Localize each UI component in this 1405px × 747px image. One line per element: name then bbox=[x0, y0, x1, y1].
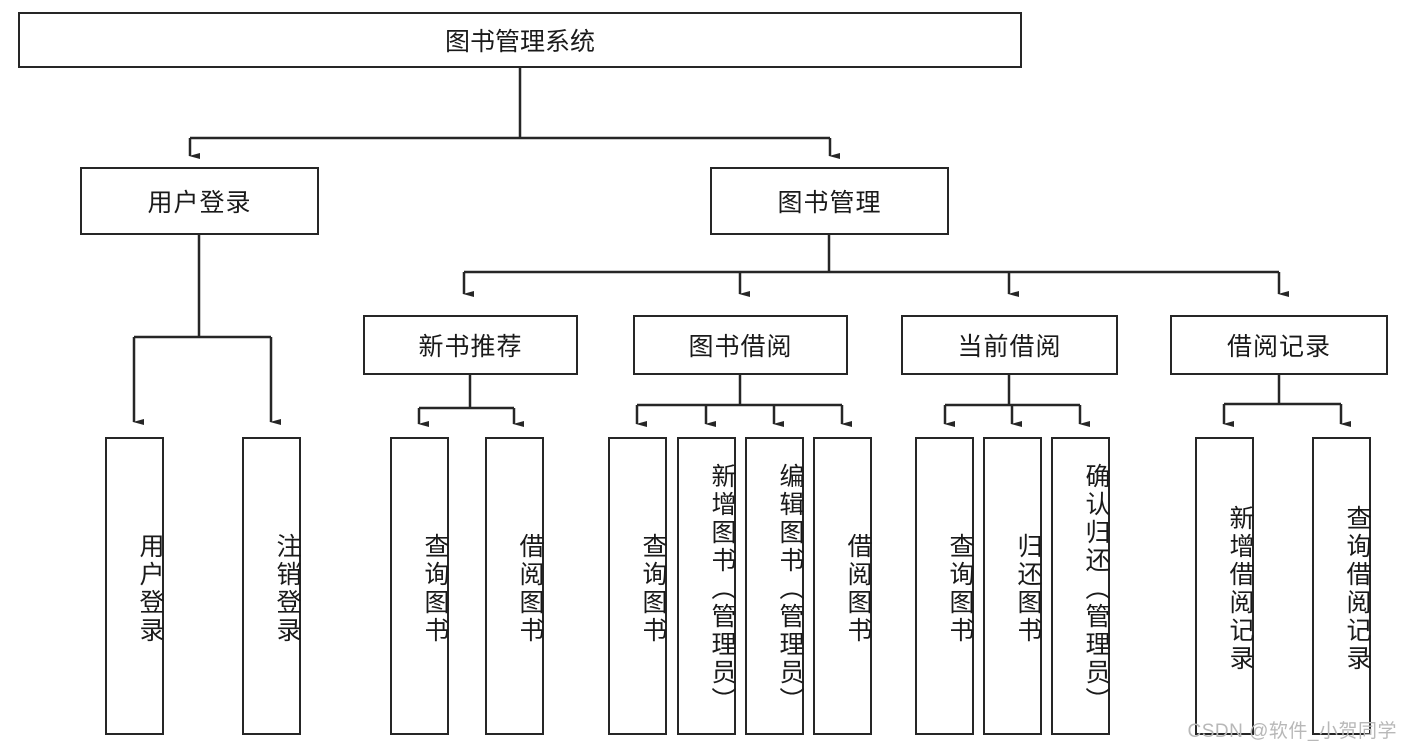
leaf-label: 查询图书 bbox=[421, 533, 449, 645]
leaf-label: 注销登录 bbox=[273, 533, 301, 645]
node-current-borrow-label: 当前借阅 bbox=[957, 333, 1062, 361]
leaf-new-book-query[interactable]: 查询图书 bbox=[390, 437, 449, 735]
node-root[interactable]: 图书管理系统 bbox=[18, 12, 1022, 68]
node-book-borrow[interactable]: 图书借阅 bbox=[633, 315, 848, 375]
leaf-label: 编辑图书（管理员） bbox=[776, 463, 804, 715]
leaf-current-borrow-query[interactable]: 查询图书 bbox=[915, 437, 974, 735]
node-book-management[interactable]: 图书管理 bbox=[710, 167, 949, 235]
leaf-current-borrow-return[interactable]: 归还图书 bbox=[983, 437, 1042, 735]
leaf-label: 用户登录 bbox=[136, 533, 164, 645]
leaf-current-borrow-confirm-return[interactable]: 确认归还（管理员） bbox=[1051, 437, 1110, 735]
leaf-label: 新增借阅记录 bbox=[1226, 505, 1254, 673]
leaf-book-borrow-edit[interactable]: 编辑图书（管理员） bbox=[745, 437, 804, 735]
node-current-borrow[interactable]: 当前借阅 bbox=[901, 315, 1118, 375]
leaf-new-book-borrow[interactable]: 借阅图书 bbox=[485, 437, 544, 735]
leaf-label: 借阅图书 bbox=[844, 533, 872, 645]
leaf-label: 借阅图书 bbox=[516, 533, 544, 645]
leaf-label: 新增图书（管理员） bbox=[708, 463, 736, 715]
leaf-user-login-logout[interactable]: 注销登录 bbox=[242, 437, 301, 735]
watermark: CSDN @软件_小贺同学 bbox=[1187, 721, 1397, 742]
node-book-management-label: 图书管理 bbox=[777, 189, 882, 217]
leaf-book-borrow-query[interactable]: 查询图书 bbox=[608, 437, 667, 735]
leaf-book-borrow-add[interactable]: 新增图书（管理员） bbox=[677, 437, 736, 735]
node-new-book-recommend-label: 新书推荐 bbox=[418, 333, 523, 361]
leaf-label: 查询借阅记录 bbox=[1343, 505, 1371, 673]
leaf-borrow-record-query[interactable]: 查询借阅记录 bbox=[1312, 437, 1371, 735]
node-root-label: 图书管理系统 bbox=[444, 28, 595, 56]
node-new-book-recommend[interactable]: 新书推荐 bbox=[363, 315, 578, 375]
node-borrow-record-label: 借阅记录 bbox=[1226, 333, 1331, 361]
node-borrow-record[interactable]: 借阅记录 bbox=[1170, 315, 1388, 375]
node-user-login[interactable]: 用户登录 bbox=[80, 167, 319, 235]
leaf-label: 确认归还（管理员） bbox=[1082, 463, 1110, 715]
leaf-label: 查询图书 bbox=[639, 533, 667, 645]
leaf-borrow-record-add[interactable]: 新增借阅记录 bbox=[1195, 437, 1254, 735]
node-book-borrow-label: 图书借阅 bbox=[688, 333, 793, 361]
leaf-label: 查询图书 bbox=[946, 533, 974, 645]
leaf-book-borrow-borrow[interactable]: 借阅图书 bbox=[813, 437, 872, 735]
leaf-user-login-login[interactable]: 用户登录 bbox=[105, 437, 164, 735]
node-user-login-label: 用户登录 bbox=[147, 189, 252, 217]
leaf-label: 归还图书 bbox=[1014, 533, 1042, 645]
